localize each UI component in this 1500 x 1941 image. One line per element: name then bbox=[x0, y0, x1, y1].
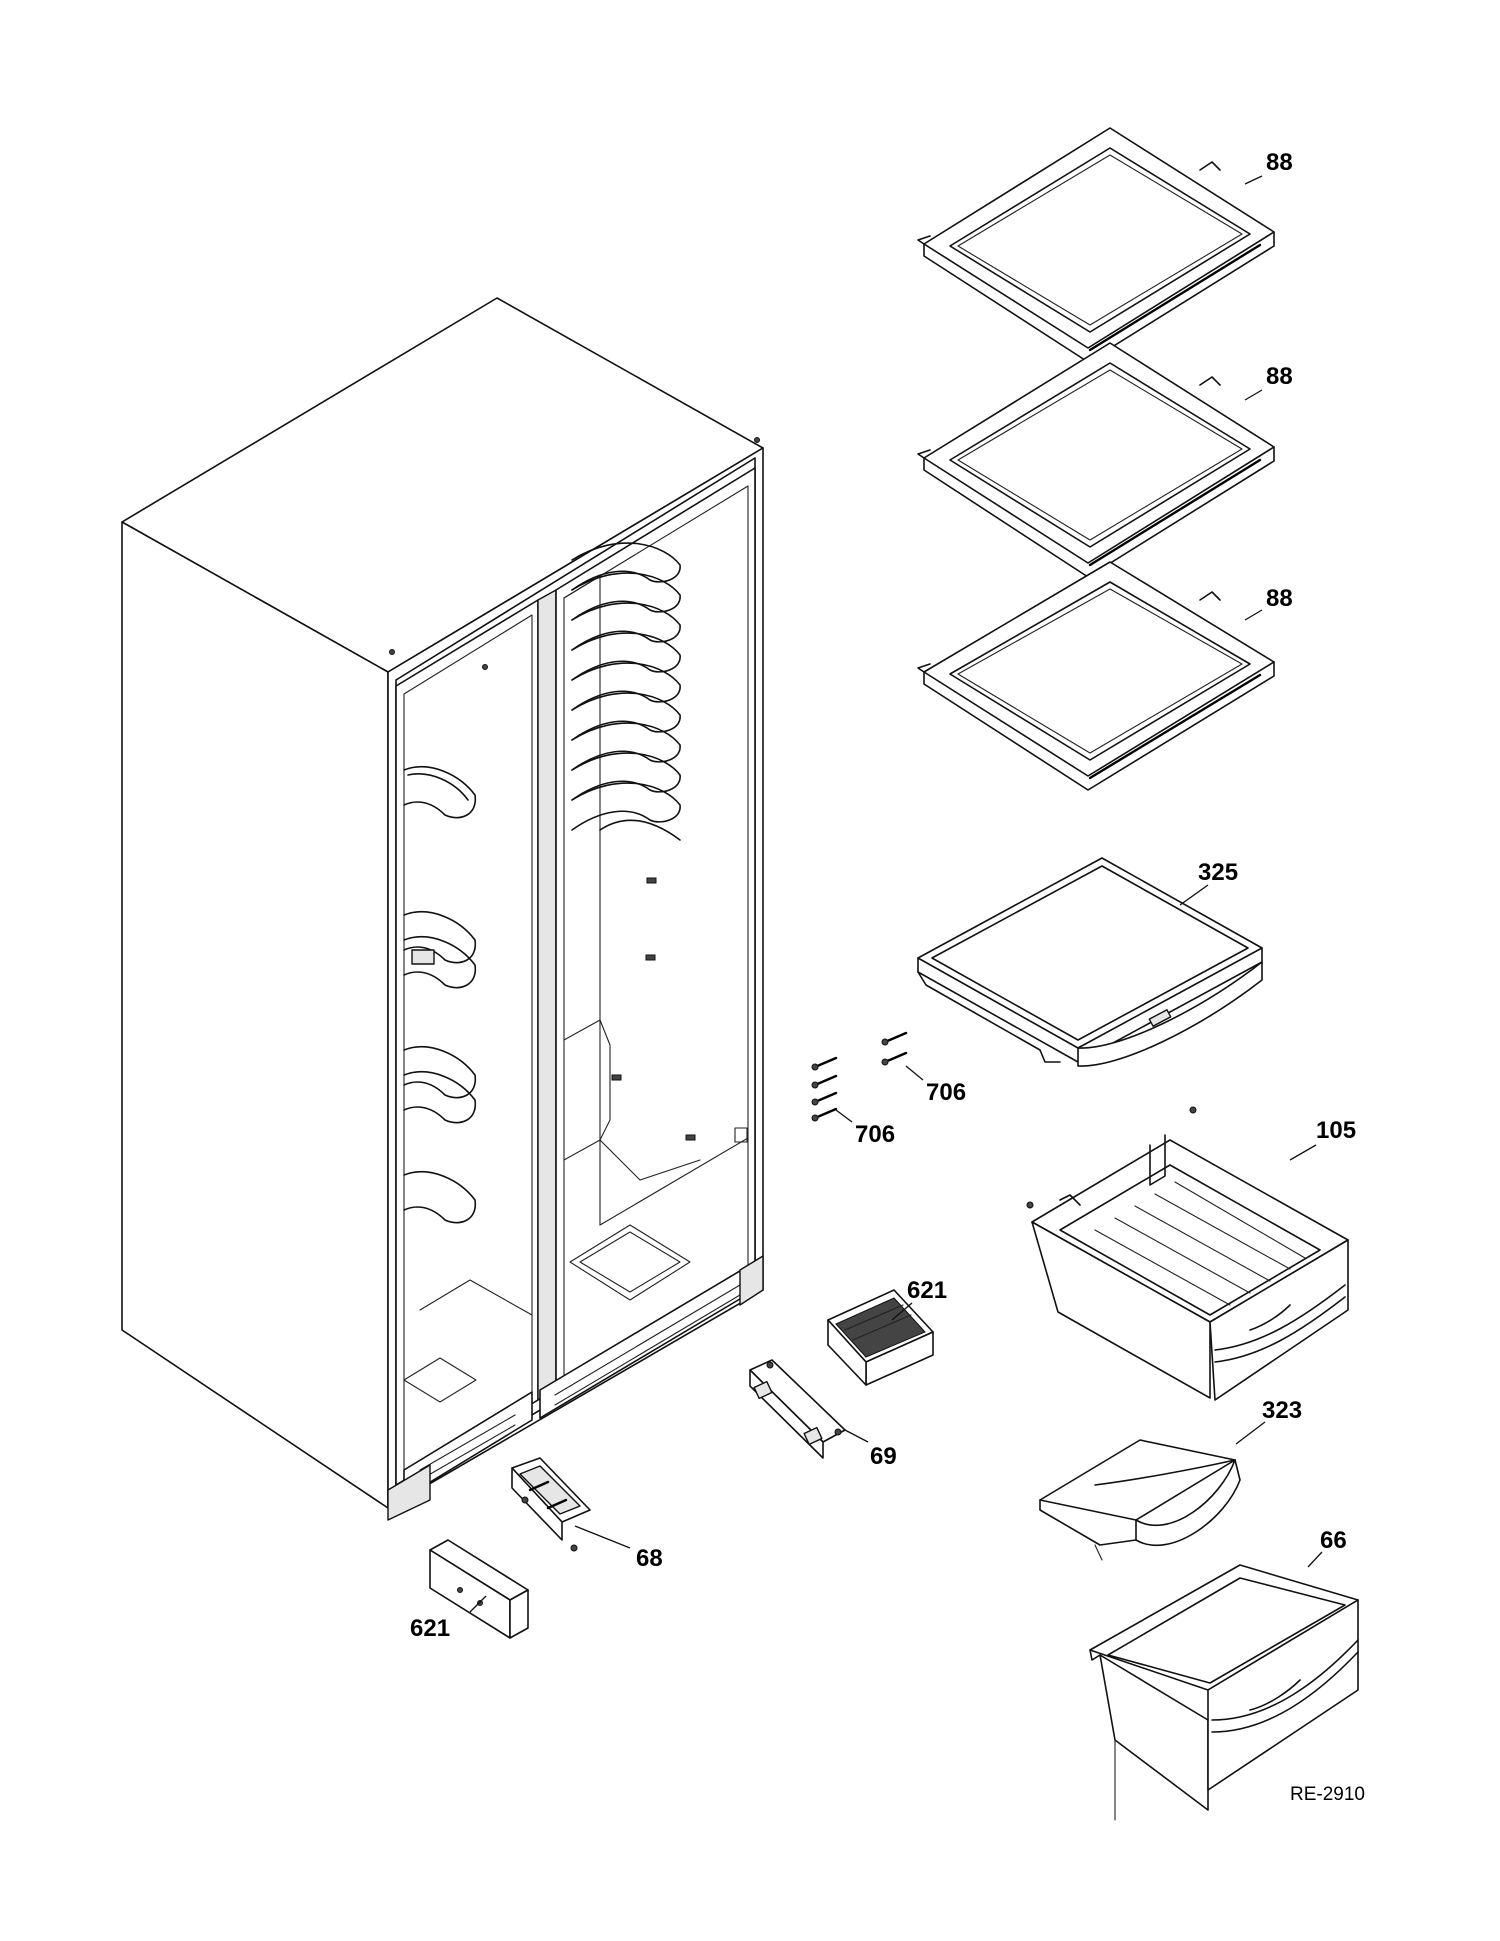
cabinet-bottom-rails bbox=[387, 1255, 764, 1521]
callout-88-top: 88 bbox=[1266, 149, 1293, 176]
screws-706-upper bbox=[881, 1031, 908, 1066]
freezer-shelf-supports bbox=[571, 542, 681, 841]
glass-shelf-88-top bbox=[917, 127, 1275, 363]
glass-shelf-88-bottom bbox=[917, 561, 1275, 791]
callout-68: 68 bbox=[636, 1545, 663, 1572]
refrigerator-cabinet bbox=[121, 297, 764, 1509]
pan-cover-323 bbox=[1039, 1439, 1241, 1561]
crisper-cover-shelf-325 bbox=[917, 857, 1263, 1067]
callout-69: 69 bbox=[870, 1443, 897, 1470]
fresh-food-shelf-supports bbox=[403, 766, 476, 1224]
grille-621-upper bbox=[827, 1289, 934, 1386]
callout-66: 66 bbox=[1320, 1527, 1347, 1554]
grille-621-lower bbox=[429, 1539, 529, 1639]
callout-621-upper: 621 bbox=[907, 1277, 947, 1304]
screws-706-lower bbox=[811, 1056, 838, 1122]
callout-706-upper: 706 bbox=[926, 1079, 966, 1106]
freezer-basket-105 bbox=[1026, 1106, 1349, 1401]
bracket-69 bbox=[749, 1359, 846, 1459]
callout-706-lower: 706 bbox=[855, 1121, 895, 1148]
pan-66 bbox=[1089, 1564, 1359, 1821]
callout-621-lower: 621 bbox=[410, 1615, 450, 1642]
callout-323: 323 bbox=[1262, 1397, 1302, 1424]
leader-lines bbox=[469, 175, 1323, 1613]
glass-shelf-88-middle bbox=[917, 342, 1275, 578]
callout-88-bottom: 88 bbox=[1266, 585, 1293, 612]
document-reference: RE-2910 bbox=[1290, 1784, 1365, 1805]
callout-88-middle: 88 bbox=[1266, 363, 1293, 390]
bracket-68 bbox=[511, 1457, 591, 1552]
callout-325: 325 bbox=[1198, 859, 1238, 886]
callout-105: 105 bbox=[1316, 1117, 1356, 1144]
